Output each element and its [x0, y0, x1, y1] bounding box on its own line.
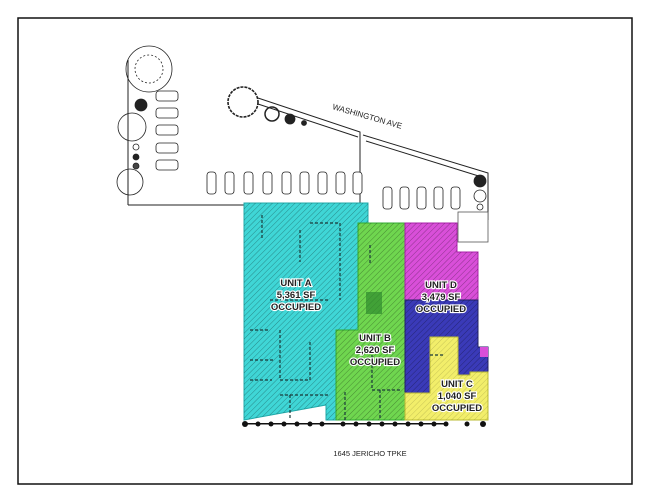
unit-c-area: [404, 336, 489, 421]
parking-spaces: [155, 90, 461, 210]
unit-a-label: UNIT A 5,361 SF OCCUPIED: [270, 277, 322, 314]
unit-status: OCCUPIED: [432, 403, 482, 414]
unit-name: UNIT D: [425, 280, 457, 291]
unit-name: UNIT C: [441, 379, 473, 390]
tree-icon: [134, 54, 164, 84]
unit-status: OCCUPIED: [416, 304, 466, 315]
shrub-icon: [134, 98, 148, 112]
address-label: 1645 JERICHO TPKE: [333, 449, 406, 458]
shrub-icon: [132, 143, 140, 151]
unit-area: 2,620 SF: [356, 345, 395, 356]
shrub-icon: [132, 153, 140, 161]
tree-icon: [227, 86, 259, 118]
shrub-icon: [264, 106, 280, 122]
storefront-columns: [242, 421, 486, 427]
unit-status: OCCUPIED: [350, 357, 400, 368]
shrub-icon: [473, 174, 487, 188]
lot-outline: [127, 60, 489, 220]
shrub-icon: [301, 120, 307, 126]
shrub-icon: [284, 113, 296, 125]
landscaping-trees: [116, 45, 487, 211]
unit-b-area: [335, 222, 406, 421]
unit-area: 3,479 SF: [422, 292, 461, 303]
shrub-icon: [476, 203, 484, 211]
unit-status: OCCUPIED: [271, 302, 321, 313]
tree-icon: [117, 112, 147, 142]
common-area: [404, 299, 489, 394]
entry-vestibule: [457, 211, 489, 243]
shrub-icon: [473, 189, 487, 203]
tree-icon: [116, 168, 144, 196]
unit-c-label: UNIT C 1,040 SF OCCUPIED: [431, 378, 483, 415]
unit-name: UNIT A: [280, 278, 311, 289]
interior-walls: [250, 215, 471, 420]
unit-name: UNIT B: [359, 333, 391, 344]
unit-b-label: UNIT B 2,620 SF OCCUPIED: [349, 332, 401, 369]
unit-area: 5,361 SF: [277, 290, 316, 301]
unit-d-label: UNIT D 3,479 SF OCCUPIED: [415, 279, 467, 316]
tree-icon: [125, 45, 173, 93]
unit-area: 1,040 SF: [438, 391, 477, 402]
shrub-icon: [132, 162, 140, 170]
